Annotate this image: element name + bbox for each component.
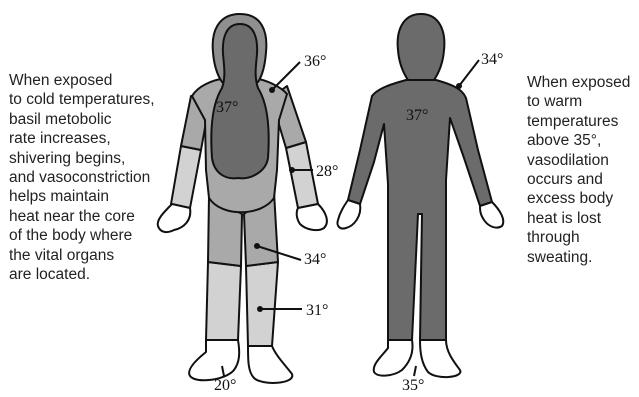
cold-left-foot <box>189 340 239 380</box>
warm-text-line: When exposed <box>527 73 630 92</box>
warm-left-hand <box>337 200 360 229</box>
warm-shoulder-temp: 34° <box>481 51 503 68</box>
warm-text-line: above 35°, <box>527 131 630 150</box>
cold-right-forearm <box>286 142 318 208</box>
warm-text-line: excess body <box>527 189 630 208</box>
warm-text-line: heat is lost <box>527 209 630 228</box>
cold-exposure-text: When exposed to cold temperatures, basil… <box>9 71 155 284</box>
cold-right-hand <box>297 204 327 230</box>
cold-figure <box>158 14 327 383</box>
warm-foot-leader <box>414 366 416 376</box>
cold-forearm-temp: 28° <box>316 163 338 180</box>
cold-text-line: When exposed <box>9 71 155 90</box>
warm-left-foot <box>374 340 413 376</box>
cold-right-shin <box>246 262 278 346</box>
cold-text-line: helps maintain <box>9 187 155 206</box>
cold-shoulder-dot <box>269 87 275 93</box>
cold-text-line: of the body where <box>9 226 155 245</box>
warm-text-line: sweating. <box>527 248 630 267</box>
cold-text-line: to cold temperatures, <box>9 90 155 109</box>
warm-text-line: to warm <box>527 92 630 111</box>
cold-shin-dot <box>257 306 263 312</box>
warm-foot-temp: 35° <box>402 377 424 392</box>
cold-left-hand <box>158 204 191 232</box>
cold-foot-temp: 20° <box>214 377 236 392</box>
warm-shoulder-dot <box>456 83 462 89</box>
cold-shin-temp: 31° <box>306 302 328 319</box>
cold-thigh-dot <box>254 243 260 249</box>
cold-core-temp: 37° <box>216 99 238 116</box>
cold-left-shin <box>206 262 241 340</box>
warm-text-line: occurs and <box>527 170 630 189</box>
cold-shoulder-temp: 36° <box>304 53 326 70</box>
cold-text-line: rate increases, <box>9 129 155 148</box>
warm-text-line: through <box>527 228 630 247</box>
warm-text-line: temperatures <box>527 112 630 131</box>
cold-thigh-temp: 34° <box>304 251 326 268</box>
warm-shoulder-leader <box>459 60 479 86</box>
warm-right-foot <box>420 340 460 377</box>
warm-text-line: vasodilation <box>527 151 630 170</box>
warm-exposure-text: When exposed to warm temperatures above … <box>527 73 630 267</box>
cold-forearm-dot <box>289 167 295 173</box>
cold-text-line: are located. <box>9 265 155 284</box>
warm-core-temp: 37° <box>406 107 428 124</box>
cold-left-forearm <box>171 146 201 208</box>
cold-text-line: basil metobolic <box>9 110 155 129</box>
cold-right-foot <box>248 346 292 383</box>
cold-text-line: shivering begins, <box>9 149 155 168</box>
warm-figure <box>337 14 503 377</box>
cold-text-line: the vital organs <box>9 246 155 265</box>
warm-head <box>398 14 445 80</box>
warm-right-hand <box>480 202 503 228</box>
cold-text-line: heat near the core <box>9 207 155 226</box>
cold-text-line: and vasoconstriction <box>9 168 155 187</box>
